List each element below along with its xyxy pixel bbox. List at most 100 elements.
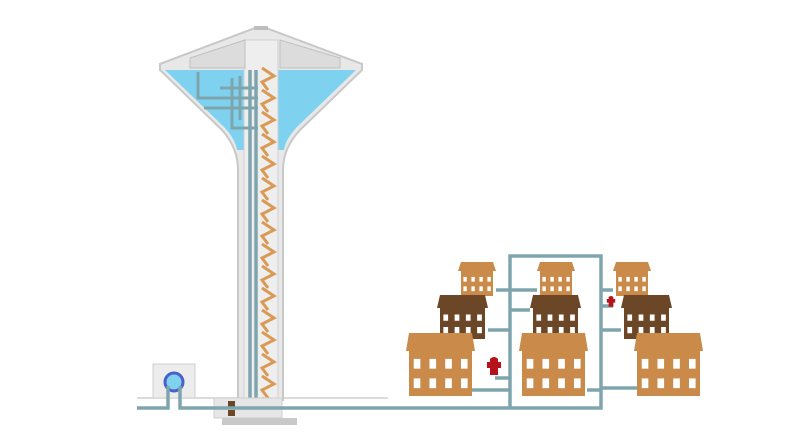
house-window (526, 358, 534, 369)
stair-flight (259, 242, 277, 267)
house-wall (461, 271, 493, 296)
distribution-pipes (137, 254, 640, 410)
stair-flight (259, 264, 277, 289)
house-window (471, 286, 475, 292)
water-tower (159, 26, 363, 425)
house (621, 295, 672, 339)
pump-station (152, 363, 196, 399)
house-window (558, 314, 564, 321)
house-window (460, 378, 468, 389)
house-window (542, 378, 550, 389)
valve (228, 410, 235, 416)
house-window (673, 358, 680, 369)
house-window (558, 378, 565, 389)
house-window (479, 276, 483, 282)
house-roof (634, 333, 703, 351)
house (530, 295, 581, 339)
house-window (479, 286, 483, 292)
stair-flight (259, 154, 277, 179)
house (519, 333, 588, 396)
house-window (688, 358, 696, 369)
fire-hydrant-icon (606, 296, 616, 307)
valve (228, 401, 235, 407)
house-wall (409, 351, 472, 396)
stair-flight (259, 176, 277, 201)
house-wall (540, 271, 572, 296)
pipe (508, 254, 603, 410)
house (406, 333, 475, 396)
house-window (536, 314, 542, 321)
hydrant-body (606, 296, 616, 307)
house-window (627, 327, 633, 334)
house-window (657, 378, 665, 389)
stair-flight (259, 374, 277, 399)
stair-flight (259, 110, 277, 135)
house-window (566, 276, 570, 282)
house-window (638, 327, 644, 334)
stair-flight (259, 308, 277, 333)
house-window (429, 358, 437, 369)
house-window (547, 327, 553, 334)
house-window (673, 378, 680, 389)
house-window (454, 314, 460, 321)
house-window (460, 358, 468, 369)
house-window (487, 286, 491, 292)
house-window (558, 286, 562, 292)
stair-flight (259, 330, 277, 355)
stair-flight (259, 198, 277, 223)
tower-foundation (222, 418, 297, 425)
house-roof (437, 295, 488, 308)
house-wall (522, 351, 585, 396)
house-window (688, 378, 696, 389)
house-window (642, 276, 646, 282)
house-window (445, 358, 452, 369)
house-window (661, 327, 666, 334)
house-window (573, 378, 581, 389)
house-window (550, 276, 554, 282)
house (458, 262, 496, 296)
house (613, 262, 651, 296)
stair-flight (259, 132, 277, 157)
tank-pipe (196, 72, 258, 100)
house-window (573, 358, 581, 369)
house-window (661, 314, 666, 321)
fire-hydrant-icon (487, 357, 501, 375)
hydrants (487, 296, 616, 375)
house-window (463, 276, 467, 282)
house-window (618, 276, 622, 282)
house-window (445, 378, 452, 389)
tank-pipes (196, 70, 258, 408)
house (537, 262, 575, 296)
house-window (566, 286, 570, 292)
house-window (558, 327, 564, 334)
house-window (477, 314, 482, 321)
house-window (641, 378, 649, 389)
pipe (178, 386, 510, 410)
hydrant-body (487, 357, 501, 375)
stair-flight (259, 66, 277, 91)
house-window (471, 276, 475, 282)
house-window (454, 327, 460, 334)
house-window (477, 327, 482, 334)
house-window (634, 276, 638, 282)
house-window (465, 314, 471, 321)
house-window (642, 286, 646, 292)
house-window (627, 314, 633, 321)
house-window (429, 378, 437, 389)
house-window (657, 358, 665, 369)
house (634, 333, 703, 396)
house-window (649, 327, 655, 334)
stair-flight (259, 220, 277, 245)
house-roof (530, 295, 581, 308)
house-window (649, 314, 655, 321)
house-window (542, 286, 546, 292)
house-window (558, 276, 562, 282)
house-window (641, 358, 649, 369)
house-window (570, 327, 575, 334)
house-window (626, 276, 630, 282)
house-roof (458, 262, 496, 271)
house-roof (537, 262, 575, 271)
house-window (638, 314, 644, 321)
house-roof (519, 333, 588, 351)
house-roof (621, 295, 672, 308)
